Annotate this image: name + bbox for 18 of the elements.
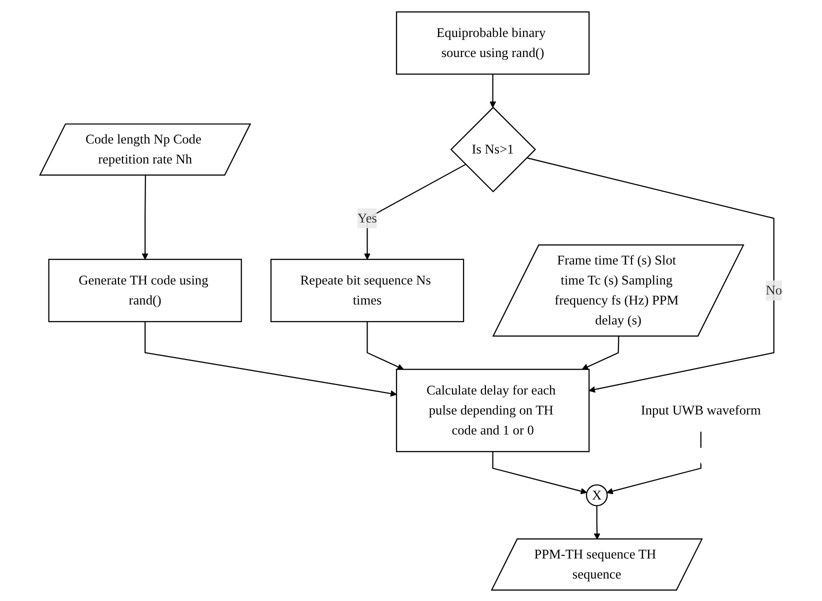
- node-box: Equiprobable binary source using rand(): [395, 10, 590, 74]
- arrow: [364, 163, 466, 260]
- arrow: [489, 74, 496, 108]
- node-box: Calculate delay for each pulse depending on TH code and 1 or 0: [395, 368, 590, 452]
- edge-label: No: [765, 282, 782, 298]
- arrow: [144, 321, 396, 396]
- arrow: [593, 505, 600, 540]
- node-diamond: Is Ns>1: [450, 106, 536, 192]
- arrow: [492, 451, 587, 494]
- node-box: Repeate bit sequence Ns times: [270, 258, 464, 322]
- node-circle: X: [585, 484, 608, 506]
- arrow: [526, 156, 774, 392]
- arrow: [366, 321, 404, 370]
- arrow: [141, 174, 148, 260]
- arrow: [606, 431, 701, 494]
- node-box: Generate TH code using rand(): [48, 258, 242, 322]
- edge-label: Yes: [357, 210, 376, 225]
- arrow: [581, 336, 619, 370]
